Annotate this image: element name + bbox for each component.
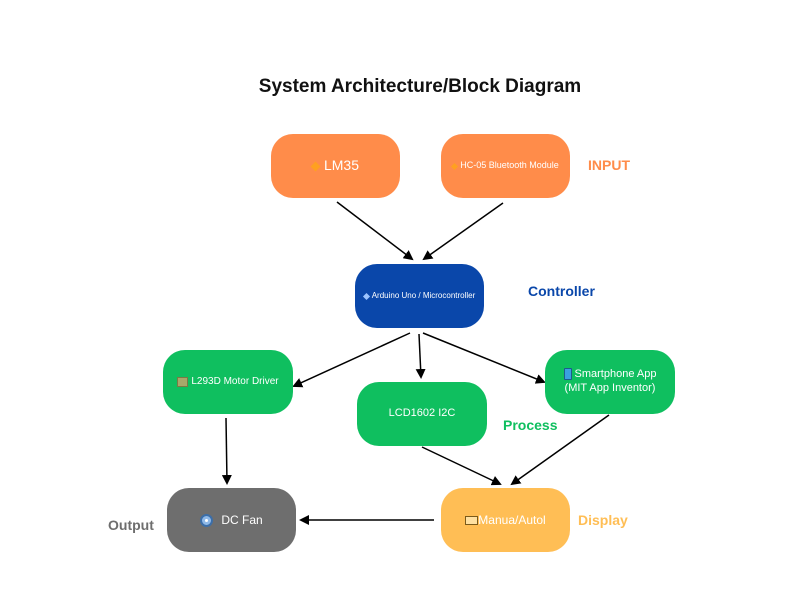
dc-fan-label: DC Fan bbox=[221, 512, 263, 527]
fan-icon bbox=[200, 513, 214, 527]
smartphone-app-label: Smartphone App bbox=[574, 368, 657, 381]
lm35-label: LM35 bbox=[323, 157, 360, 174]
mit-app-inventor-label: (MIT App Inventor) bbox=[564, 382, 656, 394]
l293d-label: L293D Motor Driver bbox=[191, 375, 279, 387]
smartphone-app-node: Smartphone App (MIT App Inventor) bbox=[545, 350, 675, 414]
input-label: INPUT bbox=[588, 157, 630, 173]
l293d-node: L293D Motor Driver bbox=[163, 350, 293, 414]
arrow-arduino-to-l293d bbox=[292, 332, 411, 388]
arrow-lm35-to-arduino bbox=[336, 201, 414, 261]
display-label: Display bbox=[578, 512, 628, 528]
output-label: Output bbox=[108, 517, 154, 533]
smartphone-icon bbox=[563, 368, 572, 381]
dc-fan-node: DC Fan bbox=[167, 488, 296, 552]
arduino-label: Arduino Uno / Microcontroller bbox=[371, 291, 476, 300]
controller-label: Controller bbox=[528, 283, 595, 299]
arrow-arduino-to-lcd bbox=[415, 333, 426, 379]
arrow-hc05-to-arduino bbox=[422, 202, 504, 261]
manual-auto-label: Manua/Autol bbox=[478, 512, 546, 527]
hc05-node: HC-05 Bluetooth Module bbox=[441, 134, 570, 198]
arrow-lcd-to-manual bbox=[421, 446, 502, 486]
arrow-arduino-to-phone bbox=[422, 332, 546, 384]
monitor-icon bbox=[465, 515, 479, 525]
diamond-icon bbox=[451, 162, 459, 170]
diagram-title: System Architecture/Block Diagram bbox=[258, 76, 582, 97]
lcd-label: LCD1602 I2C bbox=[388, 407, 456, 420]
diamond-icon bbox=[362, 292, 370, 300]
lm35-node: LM35 bbox=[271, 134, 400, 198]
lcd-node: LCD1602 I2C bbox=[357, 382, 487, 446]
arrow-l293d-to-fan bbox=[221, 417, 232, 485]
process-label: Process bbox=[503, 417, 558, 433]
hc05-label: HC-05 Bluetooth Module bbox=[460, 160, 559, 171]
arduino-node: Arduino Uno / Microcontroller bbox=[355, 264, 484, 328]
arrow-phone-to-manual bbox=[510, 414, 610, 486]
manual-auto-node: Manua/Autol bbox=[441, 488, 570, 552]
diamond-icon bbox=[310, 161, 321, 171]
chip-icon bbox=[177, 377, 189, 387]
